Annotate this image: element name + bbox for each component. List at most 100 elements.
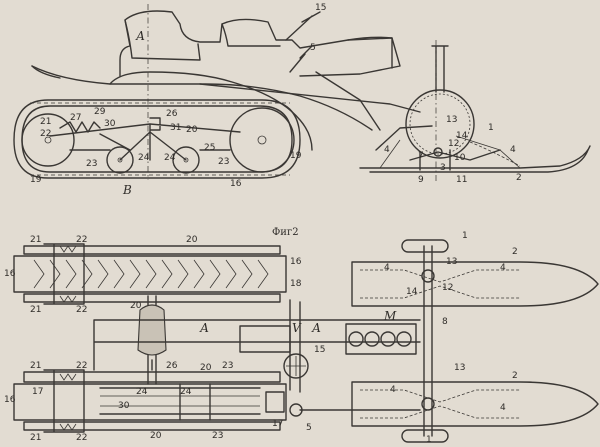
label-1: 1 — [488, 123, 494, 133]
label-19a: 19 — [30, 175, 42, 185]
f2-label-30: 30 — [118, 401, 130, 411]
f2-label-5: 5 — [306, 423, 312, 433]
letter-a-body: А — [136, 29, 146, 43]
f2-letter-v: V — [292, 321, 301, 335]
label-19b: 19 — [290, 151, 302, 161]
car-hood — [299, 37, 401, 77]
f2-label-22d: 22 — [76, 433, 88, 443]
f2-label-21d: 21 — [30, 433, 42, 443]
road-wheel — [172, 146, 200, 174]
label-11: 11 — [456, 175, 468, 185]
label-2: 2 — [516, 173, 522, 183]
label-7: 7 — [418, 151, 424, 161]
f2-label-4d: 4 — [500, 403, 506, 413]
label-22: 22 — [40, 129, 52, 139]
steering-column — [285, 11, 321, 41]
f2-letter-a2: А — [312, 321, 322, 335]
label-12: 12 — [448, 139, 460, 149]
label-15: 15 — [315, 3, 327, 13]
label-4a: 4 — [384, 145, 390, 155]
label-31: 31 — [170, 123, 182, 133]
f2-label-21b: 21 — [30, 305, 42, 315]
label-10: 10 — [454, 153, 466, 163]
label-25: 25 — [204, 143, 216, 153]
f2-label-23b: 23 — [222, 361, 234, 371]
f2-label-22c: 22 — [76, 361, 88, 371]
f2-label-2b: 2 — [512, 371, 518, 381]
upper-track — [13, 243, 287, 305]
front-seat — [221, 23, 281, 47]
rear-axle — [137, 295, 167, 385]
f2-label-20d: 20 — [150, 431, 162, 441]
f2-label-8: 8 — [442, 317, 448, 327]
fender — [109, 71, 313, 151]
f2-label-4c: 4 — [390, 385, 396, 395]
label-30: 30 — [104, 119, 116, 129]
label-4b: 4 — [510, 145, 516, 155]
label-13: 13 — [446, 115, 458, 125]
label-5: 5 — [310, 43, 316, 53]
road-wheel — [106, 146, 134, 174]
f2-label-17b: 17 — [272, 419, 284, 429]
f2-label-24b: 24 — [180, 387, 192, 397]
engine-cylinders — [345, 323, 417, 355]
rear-sprocket-wheel — [21, 113, 75, 167]
lower-ski — [351, 381, 599, 443]
front-axle — [423, 245, 433, 437]
ski-runner — [359, 145, 591, 173]
figure-2-plan-view — [13, 239, 599, 443]
label-29: 29 — [94, 107, 106, 117]
label-23a: 23 — [86, 159, 98, 169]
front-idler-wheel — [229, 107, 295, 173]
label-21: 21 — [40, 117, 52, 127]
f2-label-18: 18 — [290, 279, 302, 289]
f2-label-20c: 20 — [200, 363, 212, 373]
f2-label-20a: 20 — [186, 235, 198, 245]
engine-block — [239, 325, 291, 353]
front-ski-assembly — [359, 89, 591, 173]
f2-label-17a: 17 — [32, 387, 44, 397]
label-24a: 24 — [138, 153, 150, 163]
label-20: 20 — [186, 125, 198, 135]
f2-label-1b: 1 — [426, 435, 432, 445]
f2-label-15: 15 — [314, 345, 326, 355]
label-27: 27 — [70, 113, 82, 123]
car-body-upper — [119, 10, 393, 77]
label-26: 26 — [166, 109, 178, 119]
f2-label-20b: 20 — [130, 301, 142, 311]
f2-label-14: 14 — [406, 287, 418, 297]
f2-label-24a: 24 — [136, 387, 148, 397]
f2-label-22b: 22 — [76, 305, 88, 315]
f2-label-23a: 23 — [212, 431, 224, 441]
label-23b: 23 — [218, 157, 230, 167]
f2-label-12: 12 — [442, 283, 454, 293]
label-9: 9 — [418, 175, 424, 185]
car-body — [31, 65, 373, 131]
f2-label-21c: 21 — [30, 361, 42, 371]
lever-5 — [289, 45, 313, 73]
f2-label-16c: 16 — [4, 395, 16, 405]
figure-2-caption: Фиг2 — [272, 227, 299, 238]
label-3: 3 — [440, 163, 446, 173]
f2-label-16b: 16 — [290, 257, 302, 267]
f2-label-21a: 21 — [30, 235, 42, 245]
f2-label-4b: 4 — [500, 263, 506, 273]
differential-housing — [137, 304, 167, 356]
f2-label-2a: 2 — [512, 247, 518, 257]
f2-letter-a1: А — [200, 321, 210, 335]
letter-b: В — [123, 183, 132, 197]
upper-ski — [351, 239, 599, 307]
lower-track — [13, 369, 287, 433]
steering-wheel — [283, 353, 309, 379]
suspension-spring — [59, 121, 101, 133]
f2-label-22a: 22 — [76, 235, 88, 245]
f2-letter-m: М — [384, 309, 397, 323]
f2-label-1a: 1 — [462, 231, 468, 241]
f2-label-16a: 16 — [4, 269, 16, 279]
label-24b: 24 — [164, 153, 176, 163]
f2-label-4a: 4 — [384, 263, 390, 273]
f2-label-13b: 13 — [454, 363, 466, 373]
f2-label-26: 26 — [166, 361, 178, 371]
